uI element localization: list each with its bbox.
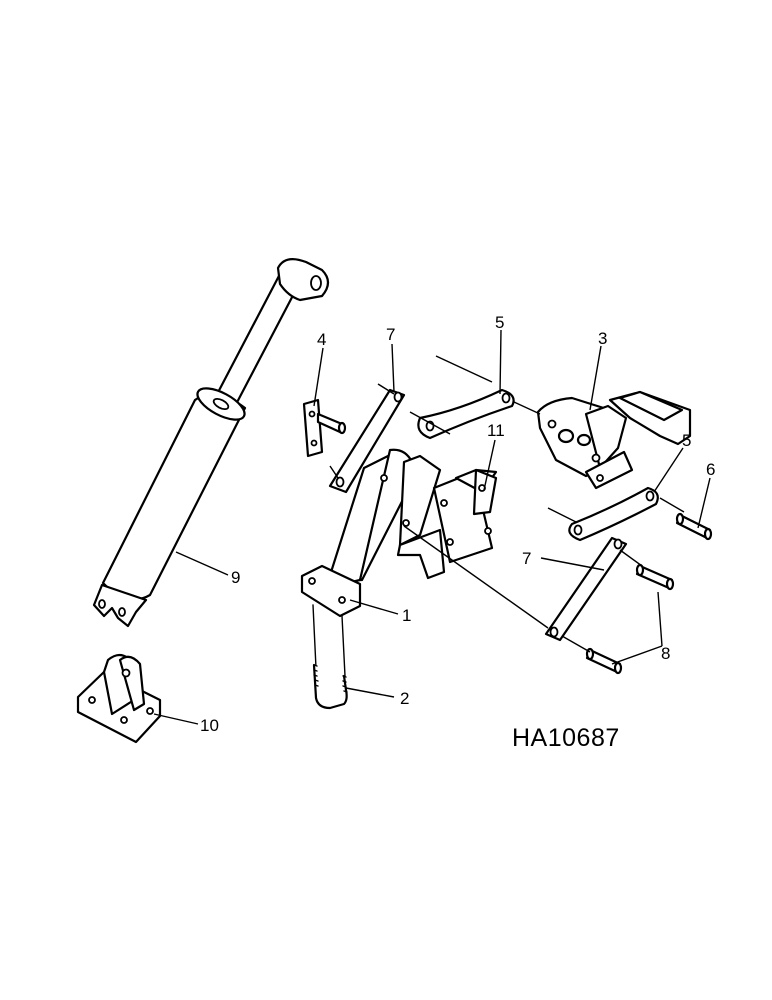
rear-bracket	[536, 390, 692, 490]
callout-5-lower: 5	[682, 431, 691, 450]
mounting-plate	[432, 468, 498, 564]
lower-curved-link	[568, 486, 659, 542]
callout-leaders	[153, 329, 711, 725]
mast-bracket	[300, 448, 446, 618]
callout-4: 4	[317, 330, 326, 349]
callout-10: 10	[200, 716, 219, 735]
callout-6: 6	[706, 460, 715, 479]
upper-link	[328, 388, 406, 494]
pin-6	[675, 512, 713, 541]
assembly-lines	[329, 355, 685, 653]
hydraulic-cylinder	[92, 257, 330, 628]
callout-8: 8	[661, 644, 670, 663]
callout-7-lower: 7	[522, 549, 531, 568]
anchor-bracket	[76, 653, 162, 744]
callout-7-upper: 7	[386, 325, 395, 344]
callout-2: 2	[400, 689, 409, 708]
figure-reference-code: HA10687	[512, 724, 620, 752]
callout-1: 1	[402, 606, 411, 625]
callout-9: 9	[231, 568, 240, 587]
lower-link	[544, 536, 628, 642]
pins-8	[585, 563, 675, 675]
callout-labels: 1 2 3 4 5 5 6 7 7 8 9 10 11	[200, 313, 715, 735]
pin-plate	[302, 398, 347, 458]
u-bolt	[312, 604, 348, 710]
callout-3: 3	[598, 329, 607, 348]
callout-5-upper: 5	[495, 313, 504, 332]
upper-curved-link	[417, 388, 515, 440]
callout-11: 11	[487, 421, 505, 440]
